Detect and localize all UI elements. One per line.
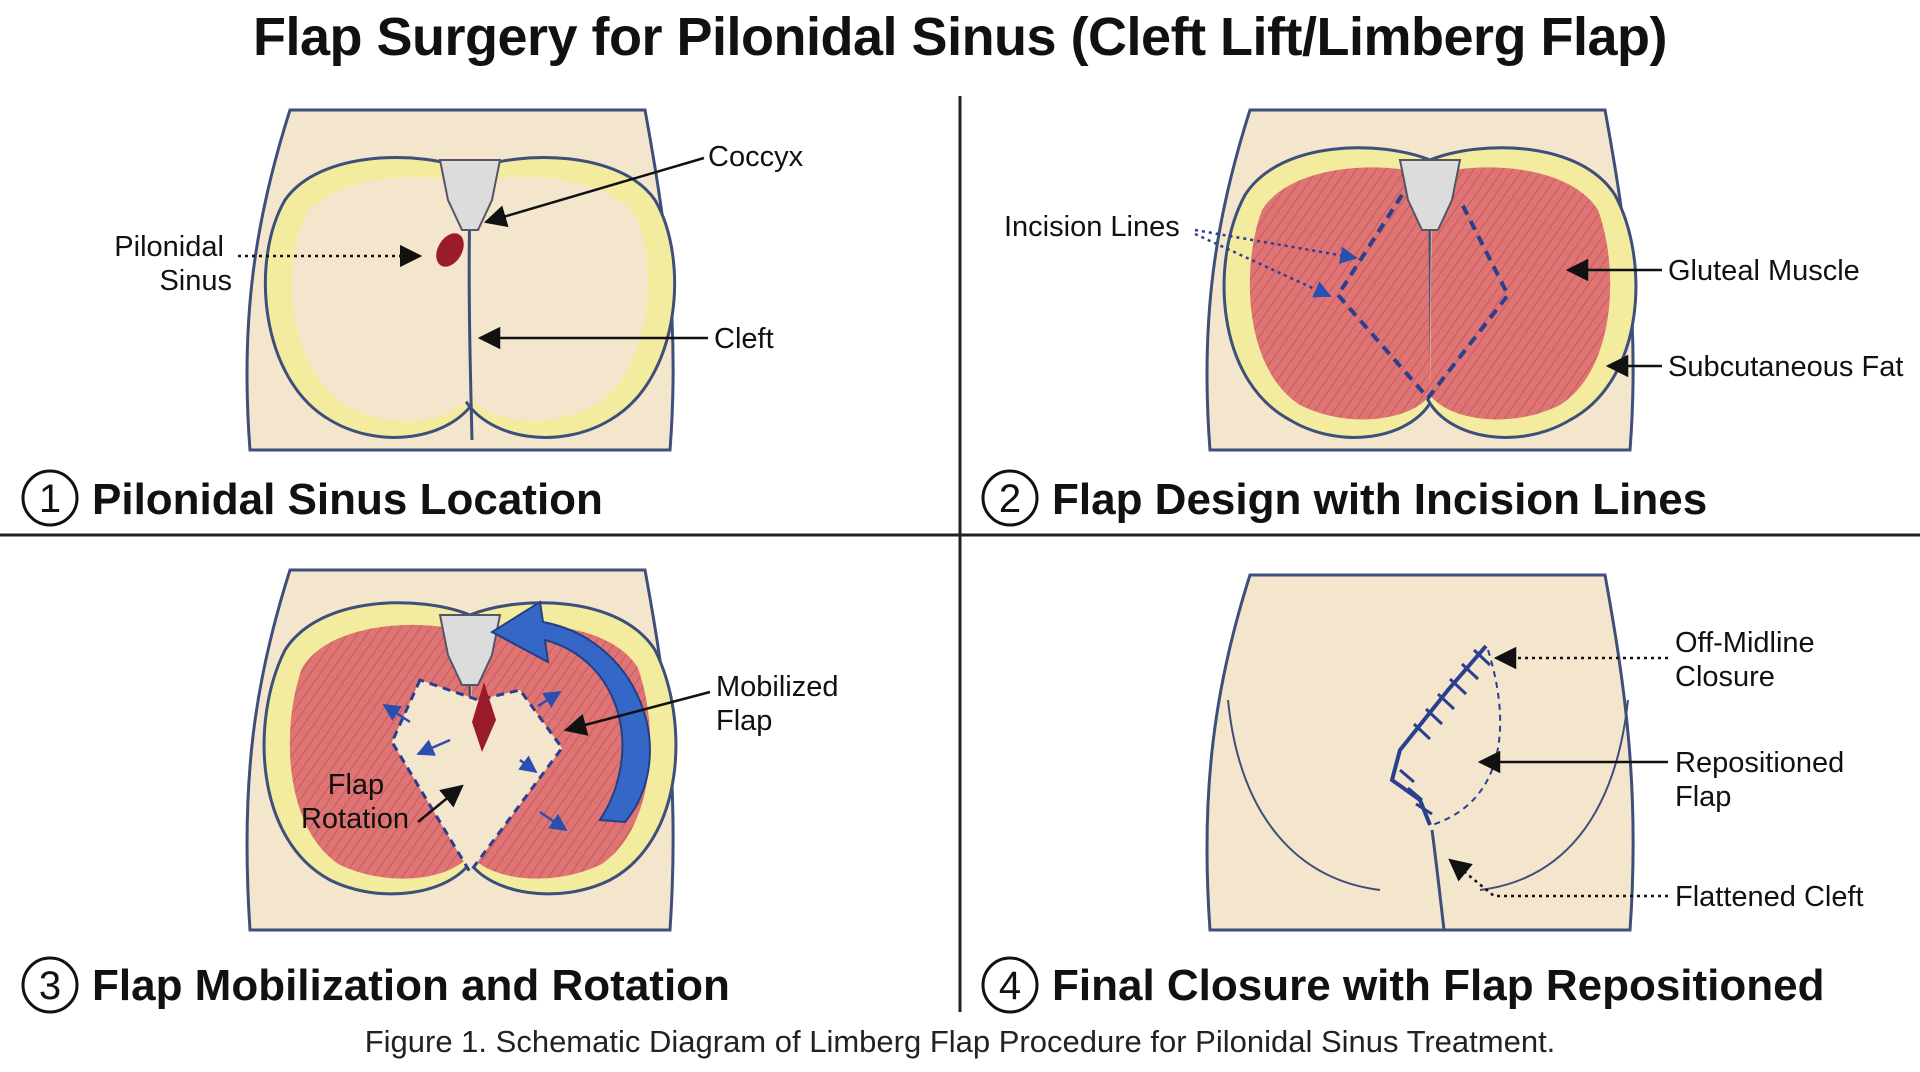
panel-3-title: Flap Mobilization and Rotation bbox=[92, 961, 730, 1010]
flap-arrow-4 bbox=[539, 810, 568, 832]
buttocks-illustration-4 bbox=[1205, 573, 1635, 932]
label-flap-rotation-line1: Flap bbox=[328, 769, 384, 801]
label-mobilized-flap-line1: Mobilized bbox=[716, 671, 839, 703]
repositioned-flap-outline bbox=[1431, 649, 1502, 826]
pilonidal-sinus-mark bbox=[436, 233, 464, 267]
buttocks-illustration-2 bbox=[1205, 108, 1638, 452]
panel-3-number-circle bbox=[21, 956, 79, 1014]
mobilized-flap-area bbox=[390, 678, 564, 875]
panel-1-number: 1 bbox=[39, 477, 61, 521]
flap-arrow-3 bbox=[518, 755, 538, 774]
label-gluteal-muscle: Gluteal Muscle bbox=[1668, 255, 1860, 287]
rotation-arrow-blue bbox=[490, 600, 651, 824]
panel-3-number: 3 bbox=[39, 964, 61, 1008]
buttocks-illustration-1 bbox=[245, 108, 677, 452]
label-mobilized-flap-line2: Flap bbox=[716, 705, 772, 737]
flap-arrow-1 bbox=[382, 703, 411, 724]
label-off-midline-closure-line1: Off-Midline bbox=[1675, 627, 1815, 659]
excised-sinus-area bbox=[472, 682, 496, 752]
label-repositioned-flap-line2: Flap bbox=[1675, 781, 1731, 813]
label-off-midline-closure-line2: Closure bbox=[1675, 661, 1775, 693]
panel-1-number-circle bbox=[21, 469, 79, 527]
label-repositioned-flap-line1: Repositioned bbox=[1675, 747, 1844, 779]
panel-4: Off-Midline Closure Repositioned Flap Fl… bbox=[981, 573, 1864, 1014]
label-pilonidal-sinus-line2: Sinus bbox=[159, 265, 232, 297]
label-flap-rotation: Flap Rotation bbox=[301, 769, 409, 835]
gluteal-muscle-right bbox=[1430, 167, 1611, 420]
label-subcutaneous-fat: Subcutaneous Fat bbox=[1668, 351, 1903, 383]
panel-2-title: Flap Design with Incision Lines bbox=[1052, 475, 1707, 524]
label-pilonidal-sinus-line1: Pilonidal bbox=[114, 231, 224, 263]
coccyx-bone-3 bbox=[438, 614, 502, 686]
gluteal-muscle-left bbox=[1249, 167, 1430, 420]
flap-arrow-2 bbox=[416, 738, 451, 756]
label-repositioned-flap: Repositioned Flap bbox=[1675, 747, 1852, 813]
label-coccyx: Coccyx bbox=[708, 141, 804, 173]
panel-4-number: 4 bbox=[999, 964, 1021, 1008]
pointer-mobilized-flap bbox=[563, 690, 711, 736]
pointer-coccyx bbox=[483, 156, 705, 228]
pointer-flattened-cleft bbox=[1448, 858, 1668, 898]
pointer-flap-rotation bbox=[417, 784, 464, 823]
panel-1-title: Pilonidal Sinus Location bbox=[92, 475, 603, 524]
incision-lines-outline bbox=[1335, 193, 1511, 402]
page-title: Flap Surgery for Pilonidal Sinus (Cleft … bbox=[252, 7, 1668, 67]
label-mobilized-flap: Mobilized Flap bbox=[716, 671, 847, 737]
figure-caption: Figure 1. Schematic Diagram of Limberg F… bbox=[364, 1024, 1556, 1059]
panel-2-number: 2 bbox=[999, 477, 1021, 521]
label-off-midline-closure: Off-Midline Closure bbox=[1675, 627, 1823, 693]
label-incision-lines: Incision Lines bbox=[1004, 211, 1180, 243]
panel-2: Incision Lines Gluteal Muscle Subcutaneo… bbox=[981, 108, 1903, 527]
panel-4-number-circle bbox=[981, 956, 1039, 1014]
coccyx-bone-2 bbox=[1398, 159, 1462, 231]
label-flattened-cleft: Flattened Cleft bbox=[1675, 881, 1864, 913]
suture-stitches bbox=[1399, 648, 1492, 816]
panel-1: Coccyx Pilonidal Sinus Cleft 1 Pilonidal… bbox=[21, 108, 804, 527]
panel-2-number-circle bbox=[981, 469, 1039, 527]
label-flap-rotation-line2: Rotation bbox=[301, 803, 409, 835]
panel-3: Mobilized Flap Flap Rotation 3 Flap Mobi… bbox=[21, 568, 847, 1014]
flap-arrow-5 bbox=[537, 690, 562, 708]
panel-4-title: Final Closure with Flap Repositioned bbox=[1052, 961, 1825, 1010]
label-pilonidal-sinus: Pilonidal Sinus bbox=[114, 231, 232, 297]
label-cleft: Cleft bbox=[714, 323, 774, 355]
